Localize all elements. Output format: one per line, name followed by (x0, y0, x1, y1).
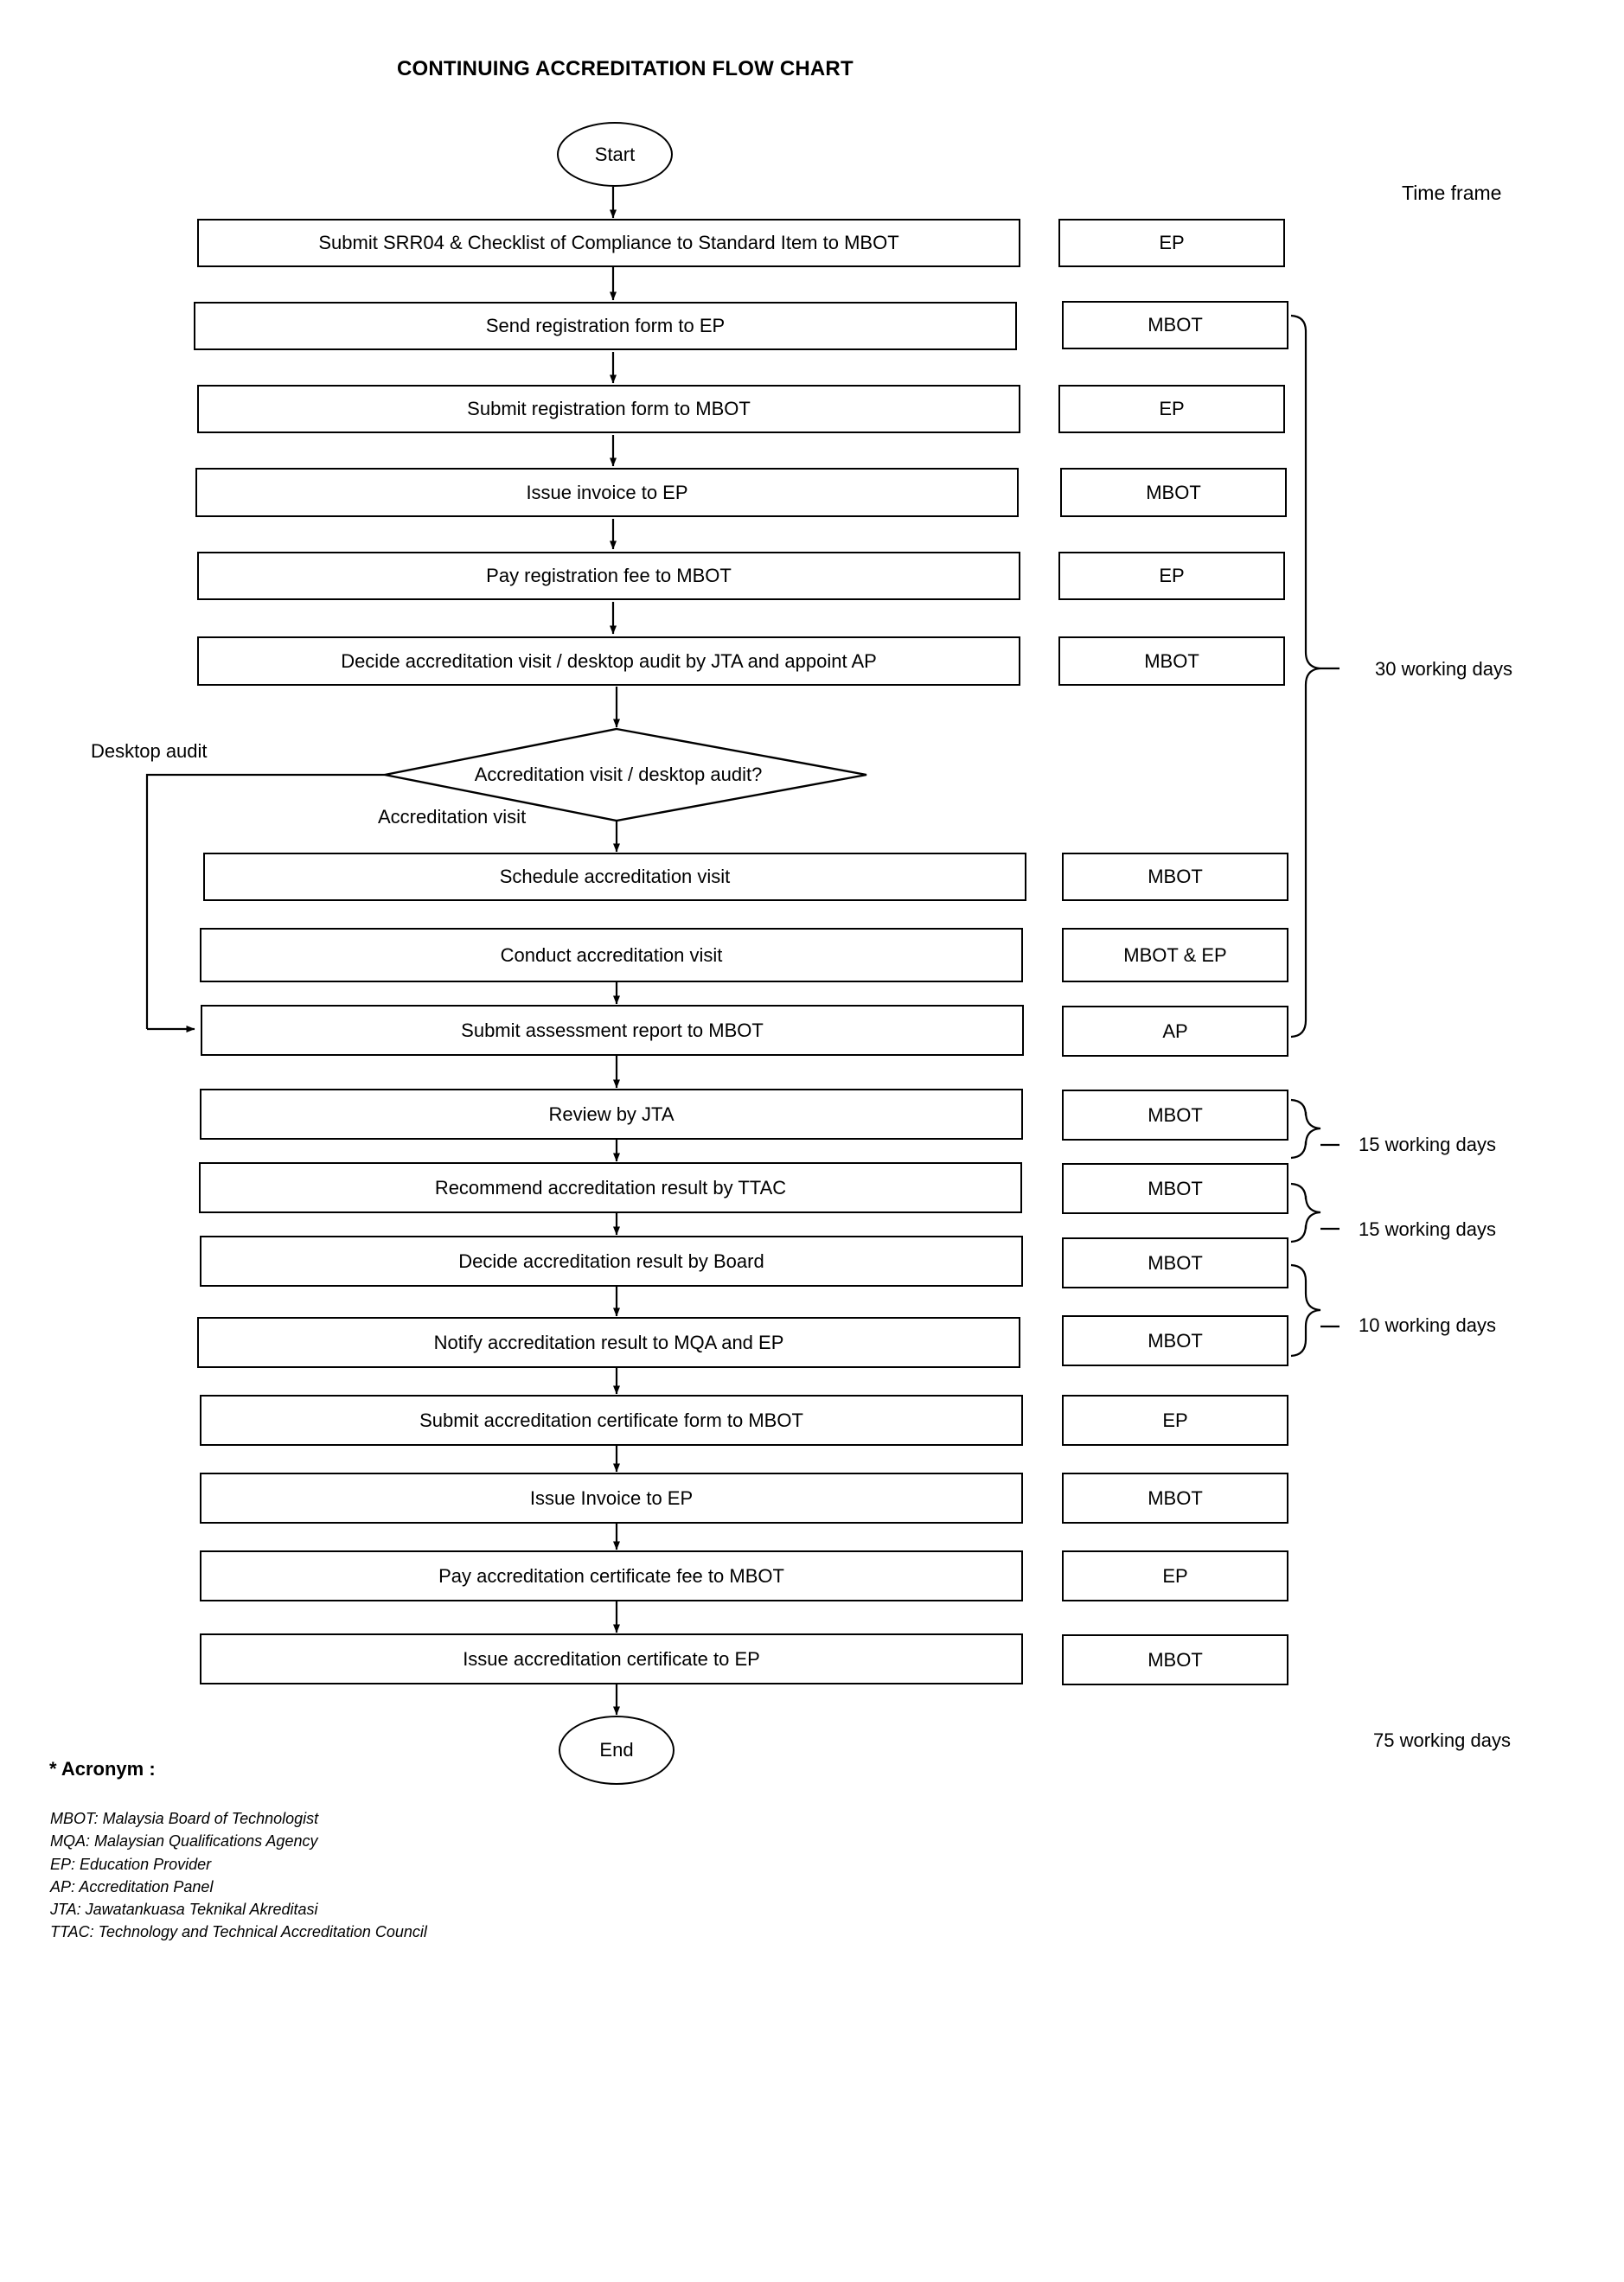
timeframe-total-label: 75 working days (1373, 1729, 1511, 1751)
process-box[interactable]: Conduct accreditation visit (200, 928, 1023, 982)
desktop-audit-path (145, 773, 385, 1029)
terminator-start-label: Start (594, 143, 636, 165)
process-box[interactable]: Pay accreditation certificate fee to MBO… (200, 1550, 1023, 1601)
timeframe-label-15-days-b: 15 working days (1359, 1218, 1496, 1240)
actor-box: MBOT (1062, 1634, 1288, 1685)
page-title: CONTINUING ACCREDITATION FLOW CHART (397, 57, 854, 80)
bracket-15b-working-days (1290, 1182, 1321, 1243)
terminator-start: Start (557, 122, 673, 187)
process-box[interactable]: Notify accreditation result to MQA and E… (197, 1317, 1020, 1368)
actor-box: EP (1062, 1395, 1288, 1446)
acronym-item: TTAC: Technology and Technical Accredita… (50, 1923, 427, 1941)
actor-box: MBOT (1060, 468, 1287, 517)
branch-label-accreditation-visit: Accreditation visit (378, 806, 527, 828)
process-box[interactable]: Submit registration form to MBOT (197, 385, 1020, 433)
process-box[interactable]: Submit assessment report to MBOT (201, 1005, 1024, 1056)
actor-box: EP (1058, 552, 1285, 600)
process-box[interactable]: Send registration form to EP (194, 302, 1017, 350)
bracket-15a-working-days (1290, 1098, 1321, 1160)
process-box[interactable]: Issue accreditation certificate to EP (200, 1633, 1023, 1684)
timeframe-label-10-days: 10 working days (1359, 1314, 1496, 1336)
timeframe-heading: Time frame (1402, 182, 1502, 204)
acronym-item: AP: Accreditation Panel (50, 1877, 214, 1895)
bracket-10-working-days (1290, 1263, 1321, 1358)
actor-box: MBOT (1062, 1090, 1288, 1141)
actor-box: AP (1062, 1006, 1288, 1057)
actor-box: MBOT (1062, 1163, 1288, 1214)
actor-box: MBOT (1062, 853, 1288, 901)
process-box[interactable]: Issue Invoice to EP (200, 1473, 1023, 1524)
actor-box: EP (1058, 219, 1285, 267)
actor-box: MBOT & EP (1062, 928, 1288, 982)
bracket-30-working-days (1290, 314, 1321, 1039)
terminator-end: End (559, 1716, 675, 1785)
actor-box: MBOT (1062, 1473, 1288, 1524)
branch-label-desktop-audit: Desktop audit (91, 740, 208, 762)
process-box[interactable]: Issue invoice to EP (195, 468, 1019, 517)
process-box[interactable]: Recommend accreditation result by TTAC (199, 1162, 1022, 1213)
actor-box: MBOT (1062, 1237, 1288, 1288)
acronym-item: JTA: Jawatankuasa Teknikal Akreditasi (50, 1901, 318, 1919)
actor-box: MBOT (1062, 1315, 1288, 1366)
acronym-list: MBOT: Malaysia Board of Technologist MQA… (50, 1807, 427, 1944)
actor-box: EP (1058, 385, 1285, 433)
timeframe-label-15-days-a: 15 working days (1359, 1134, 1496, 1155)
actor-box: EP (1062, 1550, 1288, 1601)
actor-box: MBOT (1062, 301, 1288, 349)
acronym-item: MQA: Malaysian Qualifications Agency (50, 1832, 318, 1851)
terminator-end-label: End (599, 1739, 634, 1761)
process-box[interactable]: Pay registration fee to MBOT (197, 552, 1020, 600)
process-box[interactable]: Submit SRR04 & Checklist of Compliance t… (197, 219, 1020, 267)
decision-label: Accreditation visit / desktop audit? (474, 764, 763, 785)
acronym-item: EP: Education Provider (50, 1855, 212, 1873)
process-box[interactable]: Submit accreditation certificate form to… (200, 1395, 1023, 1446)
process-box[interactable]: Decide accreditation visit / desktop aud… (197, 636, 1020, 686)
actor-box: MBOT (1058, 636, 1285, 686)
acronym-item: MBOT: Malaysia Board of Technologist (50, 1810, 319, 1827)
process-box[interactable]: Review by JTA (200, 1089, 1023, 1140)
process-box[interactable]: Decide accreditation result by Board (200, 1236, 1023, 1287)
acronym-heading: * Acronym : (49, 1758, 156, 1780)
process-box[interactable]: Schedule accreditation visit (203, 853, 1026, 901)
timeframe-label-30-days: 30 working days (1375, 658, 1512, 680)
